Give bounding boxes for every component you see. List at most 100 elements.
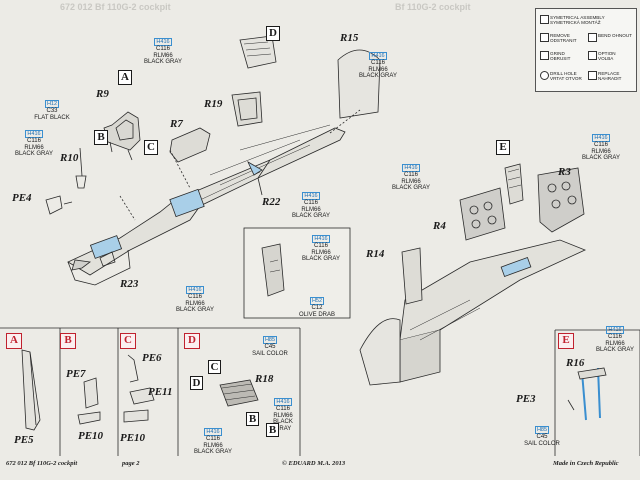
paint-line: RLM66 xyxy=(605,340,625,347)
paint-line: C33 xyxy=(46,108,58,114)
sub-box-b: B xyxy=(246,412,259,426)
part-pe11 xyxy=(129,387,155,405)
replace-icon xyxy=(588,71,597,80)
legend-replace-text: REPLACE NAHRADIT xyxy=(598,71,622,81)
paint-line: BLACK GRAY xyxy=(292,213,330,219)
paint-callout-12: H85 C45 SAIL COLOR xyxy=(248,336,292,357)
step-box-e: E xyxy=(496,140,510,155)
label-r9: R9 xyxy=(96,88,109,100)
sub-box-b-2: B xyxy=(266,423,279,437)
paint-code: H85 xyxy=(262,336,278,344)
part-pe10-b xyxy=(123,409,149,423)
label-r7: R7 xyxy=(170,118,183,130)
step-box-a: A xyxy=(118,70,132,85)
paint-code: H416 xyxy=(204,428,222,436)
label-pe3: PE3 xyxy=(516,393,536,405)
legend-grind-text: GRIND OBRUSIT xyxy=(550,51,571,61)
header-faint-right: Bf 110G-2 cockpit xyxy=(395,2,471,12)
paint-code: H416 xyxy=(402,164,420,172)
symmetric-icon xyxy=(540,15,549,24)
step-box-c: C xyxy=(144,140,158,155)
lever-r10 xyxy=(75,147,87,189)
paint-code: H52 xyxy=(309,297,325,305)
footer-page: page 2 xyxy=(122,460,140,467)
paint-line: RLM66 xyxy=(273,412,293,419)
paint-line: RLM66 xyxy=(401,178,421,185)
paint-line: BLACK GRAY xyxy=(359,73,397,79)
panel-e-header: E xyxy=(558,333,574,349)
label-pe6: PE6 xyxy=(142,352,162,364)
paint-line: RLM66 xyxy=(301,206,321,213)
paint-line: BLACK GRAY xyxy=(582,155,620,161)
paint-line: C116 xyxy=(156,46,170,52)
paint-code: H416 xyxy=(302,192,320,200)
instrument-panel-r4 xyxy=(459,187,506,241)
paint-code: H416 xyxy=(312,235,330,243)
panel-d xyxy=(239,35,277,69)
paint-line: C45 xyxy=(264,344,276,350)
paint-line: C45 xyxy=(536,434,548,440)
sub-box-c: C xyxy=(208,360,221,374)
label-r19: R19 xyxy=(204,98,223,110)
paint-line: BLACK GRAY xyxy=(194,449,232,455)
paint-callout-4: H416 C116 RLM66 BLACK GRAY xyxy=(355,52,401,80)
panel-b-header: B xyxy=(60,333,76,349)
bulkhead-r15 xyxy=(337,49,381,119)
paint-code: H416 xyxy=(606,326,624,334)
frame-r19 xyxy=(231,91,263,127)
legend-bend-text: BEND OHNOUT xyxy=(598,33,632,38)
paint-callout-14: H416 C116 RLM66 BLACK GRAY xyxy=(268,398,298,432)
paint-code: H416 xyxy=(186,286,204,294)
paint-line: RLM66 xyxy=(203,442,223,449)
paint-code: H85 xyxy=(534,426,550,434)
seat-back-e xyxy=(504,163,524,205)
paint-line: BLACK GRAY xyxy=(144,59,182,65)
paint-callout-11: H416 C116 RLM66 BLACK GRAY xyxy=(592,326,638,354)
footer-center: © EDUARD M.A. 2013 xyxy=(282,460,346,467)
sub-box-d: D xyxy=(190,376,203,390)
part-pe7 xyxy=(83,377,99,409)
paint-line: RLM66 xyxy=(311,249,331,256)
paint-line: C116 xyxy=(608,334,622,340)
legend-symmetric-text: SYMETRICAL ASSEMBLY SYMETRICKÁ MONTÁŽ xyxy=(550,15,605,25)
paint-callout-8: H416 C116 RLM66 BLACK GRAY xyxy=(172,286,218,314)
label-r3: R3 xyxy=(558,166,571,178)
blue-floor-panel xyxy=(169,188,205,218)
paint-line: RLM66 xyxy=(24,144,44,151)
left-cockpit-floor xyxy=(67,124,346,286)
part-pe6 xyxy=(127,354,139,383)
bracket-r7 xyxy=(169,127,211,163)
panel-r3 xyxy=(537,167,585,233)
paint-line: SAIL COLOR xyxy=(524,440,560,447)
strap-pe5 xyxy=(21,349,41,431)
panel-a-header: A xyxy=(6,333,22,349)
right-cockpit-floor xyxy=(359,239,587,386)
label-pe7: PE7 xyxy=(66,368,86,380)
panel-d-header: D xyxy=(184,333,200,349)
label-r4: R4 xyxy=(433,220,446,232)
paint-line: BLACK GRAY xyxy=(302,256,340,262)
paint-line: RLM66 xyxy=(153,52,173,59)
paint-callout-13: H416 C116 RLM66 BLACK GRAY xyxy=(190,428,236,456)
label-r14: R14 xyxy=(366,248,385,260)
step-box-b: B xyxy=(94,130,108,145)
paint-callout-9: H416 C116 RLM66 BLACK GRAY xyxy=(298,235,344,263)
legend-remove-text: REMOVE ODSTRANIT xyxy=(550,33,577,43)
paint-line: BLACK GRAY xyxy=(596,347,634,353)
paint-line: C116 xyxy=(404,172,418,178)
legend-drill-text: DRILL HOLE VRTAT OTVOR xyxy=(550,71,582,81)
paint-line: C116 xyxy=(314,243,328,249)
header-faint-left: 672 012 Bf 110G-2 cockpit xyxy=(60,2,171,12)
paint-line: C116 xyxy=(276,406,290,412)
legend-option-text: OPTION VOLBA xyxy=(598,51,616,61)
label-pe4: PE4 xyxy=(12,192,32,204)
footer-left: 672 012 Bf 110G-2 cockpit xyxy=(6,460,78,467)
paint-line: BLACK GRAY xyxy=(273,419,293,432)
paint-callout-15: H85 C45 SAIL COLOR xyxy=(520,426,564,447)
paint-callout-5: H416 C116 RLM66 BLACK GRAY xyxy=(578,134,624,162)
paint-line: BLACK GRAY xyxy=(15,151,53,157)
paint-line: C116 xyxy=(371,60,385,66)
label-r10: R10 xyxy=(60,152,79,164)
part-pe10-a xyxy=(77,411,101,425)
